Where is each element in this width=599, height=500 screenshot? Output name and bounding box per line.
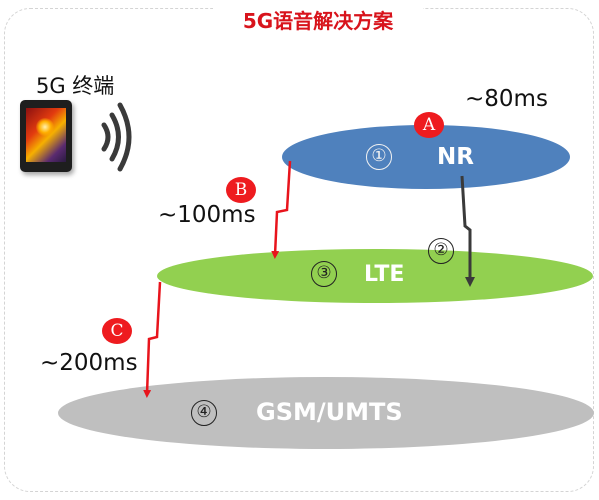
network-number-1: ① bbox=[366, 144, 392, 170]
fallback-marker-a: A bbox=[414, 112, 444, 138]
fallback-arrow-b bbox=[271, 160, 292, 259]
lte-network-ellipse bbox=[157, 249, 593, 303]
network-number-2: ② bbox=[428, 238, 454, 264]
signal-waves-icon bbox=[101, 102, 132, 172]
nr-network-ellipse bbox=[282, 125, 570, 189]
gsm-umts-network-ellipse bbox=[58, 377, 594, 449]
fallback-marker-b: B bbox=[226, 177, 256, 203]
fallback-arrow-c bbox=[143, 281, 162, 398]
diagram-title: 5G语音解决方案 bbox=[213, 4, 423, 38]
network-number-4: ④ bbox=[191, 400, 217, 426]
smartphone-icon bbox=[20, 100, 72, 172]
terminal-label: 5G 终端 bbox=[36, 74, 115, 98]
fallback-marker-c: C bbox=[102, 318, 132, 344]
latency-label-b: ~100ms bbox=[158, 202, 256, 228]
handover-arrow bbox=[460, 175, 475, 287]
nr-network-label: NR bbox=[437, 144, 474, 170]
phone-screen bbox=[26, 108, 66, 162]
latency-label-a: ~80ms bbox=[465, 86, 548, 112]
gsm-umts-network-label: GSM/UMTS bbox=[256, 398, 403, 426]
latency-label-c: ~200ms bbox=[40, 350, 138, 376]
network-number-3: ③ bbox=[311, 261, 337, 287]
lte-network-label: LTE bbox=[364, 262, 405, 287]
